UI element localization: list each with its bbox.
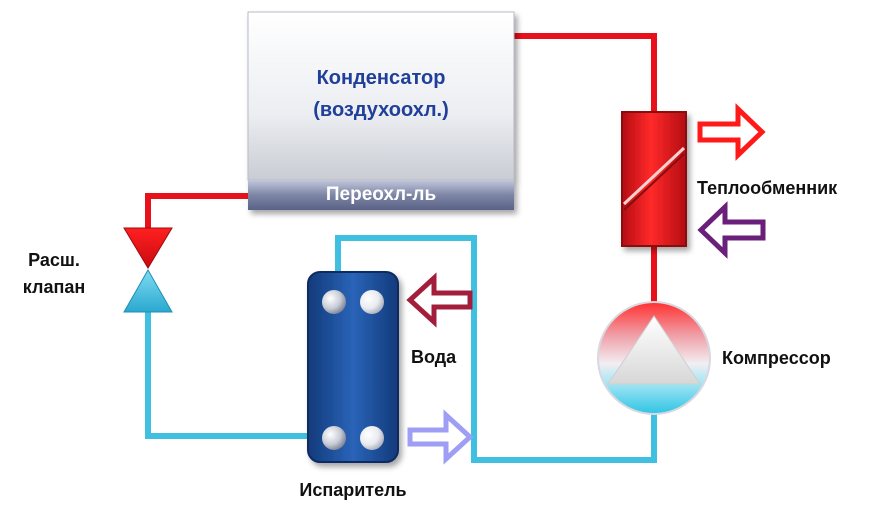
compressor <box>597 301 711 415</box>
expansion-valve-label-line2: клапан <box>22 277 86 297</box>
compressor-triangle-icon <box>607 315 701 385</box>
condenser-title-line2: (воздухоохл.) <box>313 99 449 121</box>
expansion-valve-label-line1: Расш. <box>28 250 80 270</box>
water-in-arrow-icon <box>406 272 473 328</box>
evaporator-port-top-left <box>322 290 346 314</box>
expansion-valve <box>123 227 173 313</box>
water-label: Вода <box>411 347 457 367</box>
heat-in-arrow-icon <box>697 201 766 259</box>
subcooler-section <box>248 180 514 210</box>
evaporator-port-bottom-left <box>322 426 346 450</box>
subcooler-label: Переохл-ль <box>325 184 437 205</box>
heat-out-arrow-icon <box>697 103 766 161</box>
condenser-title: Конденсатор (воздухоохл.) <box>248 62 514 126</box>
condenser <box>247 11 515 210</box>
evaporator-port-top-right <box>360 290 384 314</box>
evaporator-label: Испаритель <box>299 480 407 500</box>
heat-exchanger-label: Теплообменник <box>697 178 838 198</box>
hot-refrigerant-lines <box>145 33 657 305</box>
expansion-valve-label: Расш. клапан <box>10 247 98 301</box>
cold-refrigerant-lines <box>145 235 657 463</box>
condenser-title-line1: Конденсатор <box>316 67 446 89</box>
water-out-arrow-icon <box>407 409 474 465</box>
heat-exchanger <box>621 111 687 247</box>
compressor-label: Компрессор <box>722 348 831 368</box>
evaporator-port-bottom-right <box>360 426 384 450</box>
evaporator <box>307 271 399 463</box>
